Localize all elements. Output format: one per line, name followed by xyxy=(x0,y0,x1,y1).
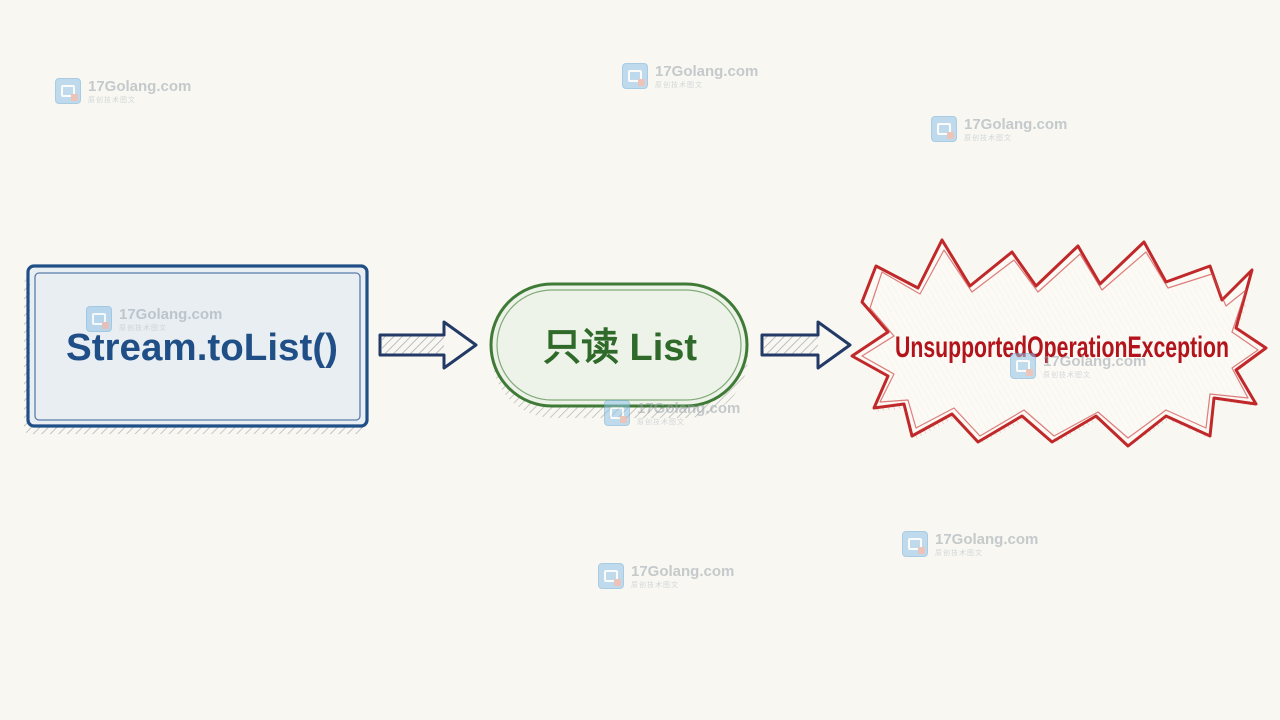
source-node-border-inner xyxy=(34,272,361,421)
error-node-label: UnsupportedOperationException xyxy=(895,331,1229,364)
error-node-border-echo xyxy=(861,249,1259,439)
arrow-1-shaft-hatch xyxy=(382,336,444,354)
error-node-border xyxy=(850,238,1268,448)
result-node-fill xyxy=(492,285,746,405)
source-node-border-outer xyxy=(26,264,369,428)
arrow-2-shaft-hatch xyxy=(764,336,818,354)
arrow-source-to-result xyxy=(378,320,478,370)
source-node-label: Stream.toList() xyxy=(66,327,338,369)
result-node-label: 只读 List xyxy=(543,327,697,369)
result-node: 只读 List xyxy=(489,282,749,418)
arrow-2-shape xyxy=(760,320,852,370)
arrow-1-shape xyxy=(378,320,478,370)
source-node-fill xyxy=(30,268,366,426)
source-node: Stream.toList() xyxy=(24,264,369,434)
arrow-result-to-error xyxy=(760,320,852,370)
error-node: UnsupportedOperationException xyxy=(850,238,1268,448)
